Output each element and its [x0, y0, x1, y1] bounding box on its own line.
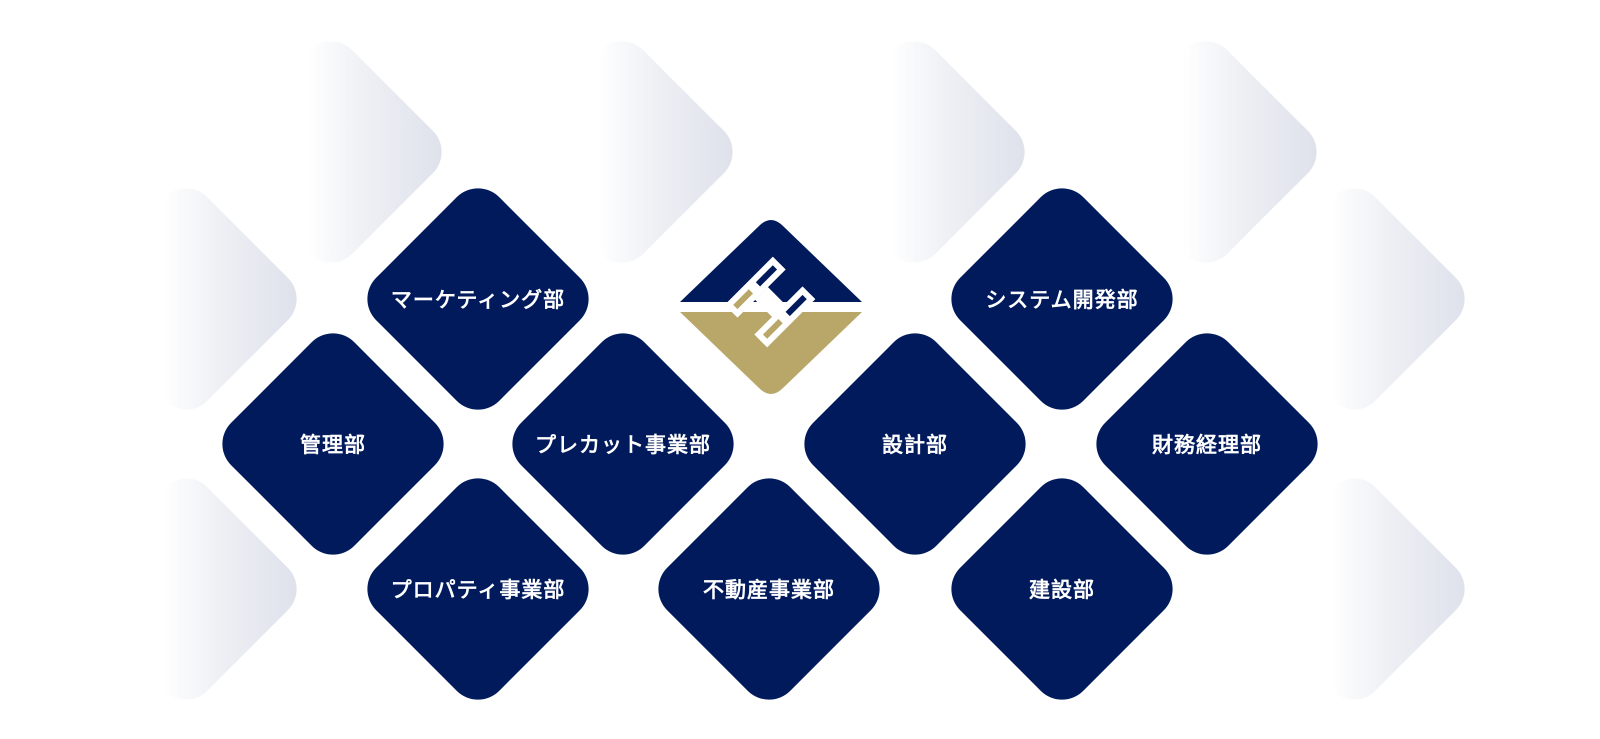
dept-tile-management[interactable]: 管理部 [209, 320, 457, 568]
dept-tile-property[interactable]: プロパティ事業部 [354, 465, 602, 713]
dept-label-design: 設計部 [882, 433, 948, 457]
dept-label-property: プロパティ事業部 [390, 578, 566, 602]
dept-label-precut: プレカット事業部 [535, 433, 711, 457]
dept-tile-marketing[interactable]: マーケティング部 [354, 175, 602, 423]
dept-label-finance: 財務経理部 [1152, 433, 1262, 457]
dept-label-construction: 建設部 [1029, 578, 1095, 602]
dept-label-system-dev: システム開発部 [985, 288, 1139, 312]
dept-tile-system-dev[interactable]: システム開発部 [938, 175, 1186, 423]
company-logo-icon [679, 220, 863, 394]
dept-tile-design[interactable]: 設計部 [791, 320, 1039, 568]
dept-label-management: 管理部 [300, 433, 366, 457]
dept-label-real-estate: 不動産事業部 [703, 578, 835, 602]
dept-tile-real-estate[interactable]: 不動産事業部 [645, 465, 893, 713]
dept-tile-finance[interactable]: 財務経理部 [1083, 320, 1331, 568]
dept-label-marketing: マーケティング部 [390, 288, 566, 312]
dept-tile-precut[interactable]: プレカット事業部 [499, 320, 747, 568]
dept-tile-construction[interactable]: 建設部 [938, 465, 1186, 713]
